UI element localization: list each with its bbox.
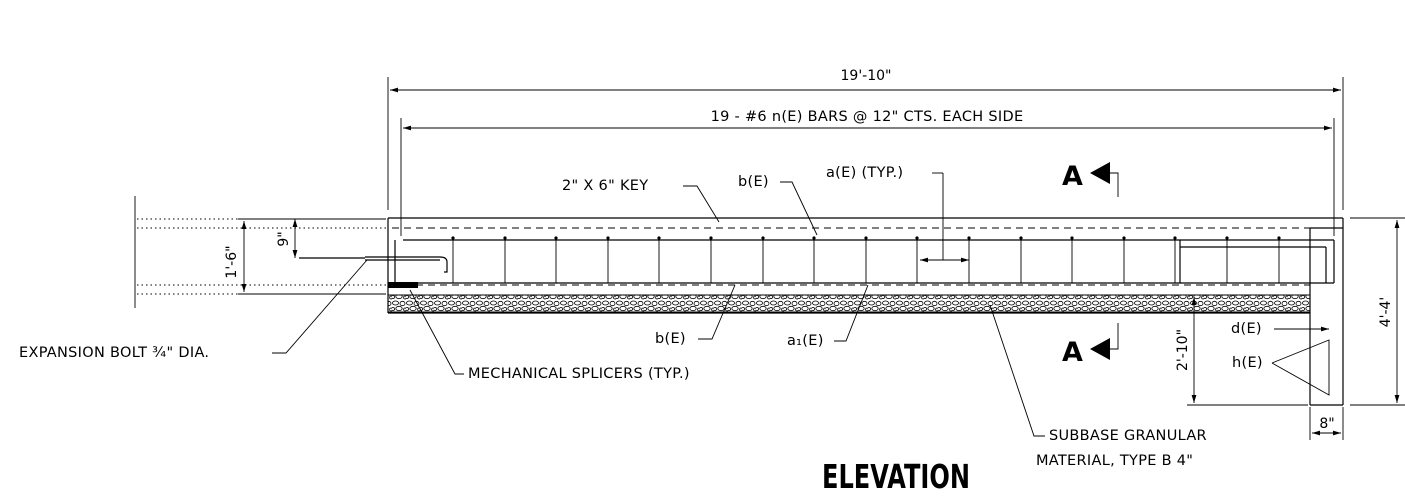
a-typ-label: a(E) (TYP.) <box>826 165 903 181</box>
subbase-label-line2: MATERIAL, TYPE B 4" <box>1036 453 1193 469</box>
bar-end-dot <box>1173 236 1177 240</box>
bar-end-dot <box>709 236 713 240</box>
vertical-bars <box>451 236 1281 283</box>
subbase-gravel <box>387 294 1311 313</box>
overall-length-dimension: 19'-10" <box>387 68 1344 210</box>
section-marker-bottom: A <box>1062 323 1119 368</box>
a1-callout: a₁(E) <box>787 284 869 349</box>
bar-end-dot <box>915 236 919 240</box>
h-callout: h(E) <box>1232 339 1330 396</box>
bar-end-dot <box>761 236 765 240</box>
reinforcement <box>403 236 1335 284</box>
subbase-callout: SUBBASE GRANULAR MATERIAL, TYPE B 4" <box>989 304 1207 469</box>
b-bottom-callout: b(E) <box>655 284 736 347</box>
splicers-label: MECHANICAL SPLICERS (TYP.) <box>468 366 690 382</box>
total-height-label: 4'-4' <box>1378 297 1394 328</box>
bar-end-dot <box>657 236 661 240</box>
expansion-bolt-callout: EXPANSION BOLT ¾" DIA. <box>19 259 368 361</box>
bar-end-dot <box>1225 236 1229 240</box>
bar-end-dot <box>1277 236 1281 240</box>
drawing-title: ELEVATION <box>822 457 970 496</box>
bar-end-dot <box>554 236 558 240</box>
bar-end-dot <box>864 236 868 240</box>
mechanical-splicer <box>388 240 418 288</box>
bar-end-dot <box>1070 236 1074 240</box>
expansion-bolt <box>299 256 448 273</box>
toe-height-dimension: 2'-10" <box>1175 294 1308 406</box>
bar-end-dot <box>451 236 455 240</box>
section-marker-top: A <box>1062 161 1119 197</box>
bolt-offset-label: 9" <box>276 231 292 246</box>
bar-spacing-label: 19 - #6 n(E) BARS @ 12" CTS. EACH SIDE <box>711 109 1024 125</box>
existing-slab <box>134 196 388 308</box>
section-marker-bottom-letter: A <box>1062 337 1083 368</box>
bar-end-dot <box>606 236 610 240</box>
bar-spacing-dimension: 19 - #6 n(E) BARS @ 12" CTS. EACH SIDE <box>400 109 1335 236</box>
h-label: h(E) <box>1232 355 1263 371</box>
bar-end-dot <box>503 236 507 240</box>
a1-label: a₁(E) <box>787 333 824 349</box>
subbase-label-line1: SUBBASE GRANULAR <box>1049 428 1207 444</box>
depth-joint-dimension: 1'-6" <box>224 218 386 295</box>
bar-end-dot <box>1122 236 1126 240</box>
expansion-bolt-label: EXPANSION BOLT ¾" DIA. <box>19 345 209 361</box>
bar-end-dot <box>812 236 816 240</box>
splicers-callout: MECHANICAL SPLICERS (TYP.) <box>409 289 690 382</box>
b-bottom-label: b(E) <box>655 331 686 347</box>
toe-width-label: 8" <box>1319 416 1334 432</box>
b-top-label: b(E) <box>738 174 769 190</box>
slab-outline <box>387 217 1344 406</box>
bar-end-dot <box>1019 236 1023 240</box>
depth-joint-label: 1'-6" <box>224 245 240 278</box>
b-top-callout: b(E) <box>738 174 818 236</box>
section-marker-top-letter: A <box>1062 161 1083 192</box>
bar-end-dot <box>967 236 971 240</box>
total-height-dimension: 4'-4' <box>1350 217 1405 406</box>
overall-length-label: 19'-10" <box>841 68 892 84</box>
toe-width-dimension: 8" <box>1309 407 1344 440</box>
key-label: 2" X 6" KEY <box>562 178 648 194</box>
d-callout: d(E) <box>1231 321 1329 337</box>
toe-height-label: 2'-10" <box>1175 329 1191 371</box>
d-label: d(E) <box>1231 321 1262 337</box>
a-typ-dimension: a(E) (TYP.) <box>826 165 969 263</box>
key-callout: 2" X 6" KEY <box>562 178 720 223</box>
bolt-offset-dimension: 9" <box>276 219 298 258</box>
